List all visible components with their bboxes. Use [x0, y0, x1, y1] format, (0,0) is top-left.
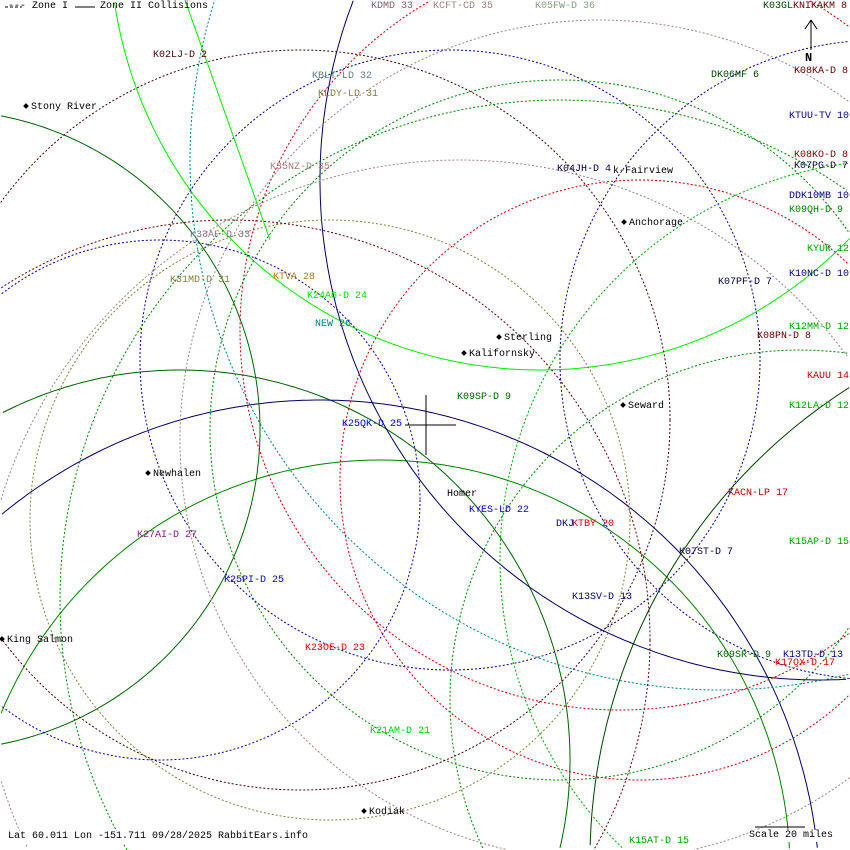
- station-label[interactable]: KNIKAKM 8: [793, 1, 848, 12]
- contour-new: [189, 0, 849, 691]
- city-dot-icon: [621, 219, 627, 226]
- city-dot-icon: [461, 350, 467, 357]
- city-marker: Kalifornsky: [461, 349, 535, 361]
- station-label[interactable]: K05FW-D 36: [535, 1, 596, 12]
- contour-k09sp: [2, 369, 571, 848]
- city-marker: Sterling: [496, 333, 552, 345]
- station-label[interactable]: K33AF-D 33: [190, 230, 251, 241]
- station-label[interactable]: KTUU-TV 10: [789, 111, 850, 122]
- station-label[interactable]: K31MD-D 31: [170, 275, 231, 286]
- station-label[interactable]: K25QK-D 25: [342, 419, 403, 430]
- station-label[interactable]: K15AP-D 15: [789, 537, 850, 548]
- station-label[interactable]: K23OE-D 23: [305, 643, 366, 654]
- city-marker: Seward: [620, 401, 664, 413]
- station-label[interactable]: KTBY 20: [572, 519, 615, 530]
- contour-k27ai: [1, 115, 261, 745]
- station-label[interactable]: K04JH-D 4: [557, 164, 612, 175]
- station-label[interactable]: K13SV-D 13: [572, 592, 633, 603]
- contour-k02lj: [0, 49, 671, 791]
- contour-k24ag: [114, 3, 850, 371]
- station-label[interactable]: DK06MF 6: [711, 70, 760, 81]
- station-label[interactable]: K17OX-D 17: [775, 658, 836, 669]
- contour-kdmd: [139, 49, 761, 671]
- station-label[interactable]: K09QH-D 9: [789, 205, 844, 216]
- station-label[interactable]: K15AT-D 15: [629, 836, 690, 847]
- station-label[interactable]: K21AM-D 21: [370, 726, 431, 737]
- station-label[interactable]: K25PI-D 25: [224, 575, 285, 586]
- station-label[interactable]: K13TD-D 13: [783, 650, 844, 661]
- contour-k10nc: [559, 41, 850, 679]
- legend-zone2: Zone II Collisions: [100, 1, 209, 12]
- city-dot-icon: [145, 470, 151, 477]
- station-label[interactable]: K09SP-D 9: [457, 392, 512, 403]
- contour-k12mm: [499, 162, 848, 849]
- station-label[interactable]: DKJ: [556, 519, 575, 530]
- north-label: N: [805, 51, 813, 65]
- contour-k25pi: [1, 239, 421, 761]
- city-dot-icon: [496, 334, 502, 341]
- station-label[interactable]: K24AG-D 24: [307, 291, 368, 302]
- city-dot-icon: [23, 103, 29, 110]
- city-marker: Kodiak: [361, 807, 405, 819]
- station-label[interactable]: K03GL: [763, 1, 794, 12]
- station-label[interactable]: K07PF-D 7: [718, 277, 773, 288]
- station-label[interactable]: NEW 26: [315, 319, 352, 330]
- contour-k07st: [589, 387, 850, 846]
- station-label[interactable]: KDMD 33: [371, 1, 414, 12]
- station-label[interactable]: K12MM-D 12: [789, 322, 850, 333]
- contour-kldy: [29, 219, 631, 821]
- station-label[interactable]: K12LA-D 12: [789, 401, 850, 412]
- contour-k13sv: [319, 0, 847, 681]
- city-dot-icon: [361, 808, 367, 815]
- city-dot-icon: [0, 636, 5, 643]
- k24ag-link: [184, 0, 271, 241]
- scale-label: Scale 20 miles: [749, 830, 834, 842]
- station-label[interactable]: KAUU 14: [807, 371, 850, 382]
- city-marker: Stony River: [23, 102, 97, 114]
- contour-k08ko: [339, 179, 849, 781]
- station-label[interactable]: K08KA-D 8: [794, 66, 849, 77]
- station-label[interactable]: DDK10MB 10: [789, 191, 850, 202]
- contour-k35nz: [0, 159, 849, 847]
- station-label[interactable]: KYUR 12: [807, 244, 850, 255]
- station-label[interactable]: K27AI-D 27: [137, 530, 198, 541]
- contour-k17ox: [239, 0, 849, 711]
- contour-k15at: [449, 349, 849, 849]
- station-label[interactable]: KACN-LP 17: [728, 488, 789, 499]
- station-label[interactable]: KTVA 28: [273, 272, 316, 283]
- crosshair: [405, 395, 456, 455]
- contour-k25qk: [1, 399, 818, 848]
- contour-k21am: [0, 459, 790, 849]
- north-arrow-icon: [804, 19, 818, 50]
- contour-k09qh: [59, 99, 848, 850]
- city-marker: Homer: [447, 489, 478, 500]
- city-marker: k-Fairview: [613, 166, 674, 177]
- city-marker: King Salmon: [0, 635, 73, 647]
- contour-ktuu: [209, 79, 849, 781]
- station-label[interactable]: K10NC-D 10: [789, 269, 850, 280]
- contour-k31md: [1, 219, 651, 850]
- station-label[interactable]: K09SR-D 9: [717, 650, 772, 661]
- station-label[interactable]: K35NZ-D 35: [270, 162, 331, 173]
- station-label[interactable]: K07PG-D 7: [794, 161, 849, 172]
- city-marker: Newhalen: [145, 469, 201, 481]
- station-label[interactable]: K07ST-D 7: [679, 547, 734, 558]
- legend-zone1: --- Zone I: [8, 1, 69, 12]
- station-label[interactable]: KLDY-LD 31: [318, 89, 379, 100]
- station-label[interactable]: KYES-LD 22: [469, 505, 530, 516]
- station-label[interactable]: K08PN-D 8: [757, 331, 812, 342]
- station-label[interactable]: K02LJ-D 2: [153, 50, 208, 61]
- footer-info: Lat 60.011 Lon -151.711 09/28/2025 Rabbi…: [8, 831, 309, 843]
- city-marker: Anchorage: [621, 218, 683, 230]
- city-dot-icon: [620, 402, 626, 409]
- station-label[interactable]: K08KO-D 8: [794, 150, 849, 161]
- station-label[interactable]: KCFT-CD 35: [433, 1, 494, 12]
- contour-k33af: [179, 19, 850, 850]
- station-label[interactable]: KBLT-LD 32: [312, 71, 373, 82]
